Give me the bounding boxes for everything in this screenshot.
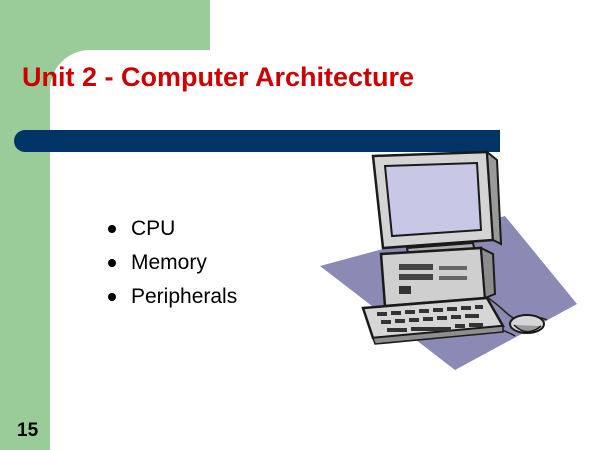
bullet-item: Memory — [108, 246, 237, 280]
bullet-item: CPU — [108, 212, 237, 246]
bullet-dot-icon — [108, 225, 116, 233]
green-left-band — [0, 0, 50, 450]
bullet-dot-icon — [108, 293, 116, 301]
page-number: 15 — [17, 420, 39, 441]
computer-clipart-icon — [320, 149, 577, 370]
bullet-list: CPU Memory Peripherals — [108, 212, 237, 314]
bullet-item: Peripherals — [108, 280, 237, 314]
bullet-text: Peripherals — [131, 285, 238, 308]
bullet-text: Memory — [131, 251, 207, 274]
bullet-dot-icon — [108, 259, 116, 267]
title-rule — [14, 130, 500, 152]
rounded-corner — [50, 50, 130, 130]
slide-title: Unit 2 - Computer Architecture — [22, 62, 415, 92]
bullet-text: CPU — [131, 217, 176, 240]
